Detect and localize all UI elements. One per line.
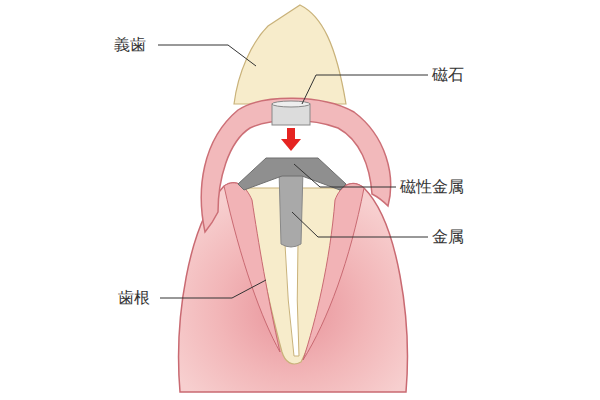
leader-line [158, 45, 256, 66]
part-label: 金属 [432, 227, 464, 247]
gum-edge [224, 183, 280, 352]
leader-line [292, 212, 428, 237]
gum-edge [303, 184, 364, 360]
leader-line [302, 75, 428, 104]
part-label: 磁性金属 [400, 177, 464, 197]
arrow-head [281, 139, 301, 151]
metal-post [279, 170, 303, 247]
root-canal [285, 244, 299, 356]
part-label: 義歯 [114, 35, 146, 55]
arrow-shaft [287, 128, 295, 140]
magnet-top [272, 101, 310, 107]
leader-line [294, 164, 396, 187]
denture-tooth [234, 5, 346, 104]
magnetic-metal-cap [238, 158, 346, 190]
leader-line [160, 280, 266, 298]
part-label: 歯根 [118, 288, 150, 308]
part-label: 磁石 [432, 65, 464, 85]
